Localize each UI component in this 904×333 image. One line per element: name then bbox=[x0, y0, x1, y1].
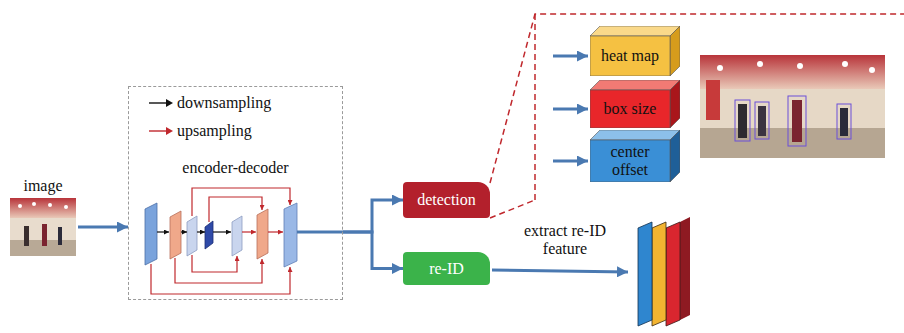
reid-head: re-ID bbox=[403, 252, 490, 285]
feature-slab bbox=[257, 209, 268, 259]
skip-connection bbox=[192, 188, 290, 216]
skip-connection bbox=[192, 255, 237, 272]
tensor-front bbox=[590, 140, 670, 182]
legend-sample bbox=[148, 97, 174, 109]
head-label: detection bbox=[417, 191, 476, 209]
tensor-face: box size bbox=[590, 90, 670, 128]
zoom-callout-line bbox=[490, 200, 535, 218]
photo-light bbox=[48, 203, 52, 207]
bounding-box bbox=[788, 96, 806, 146]
legend-line bbox=[149, 130, 167, 131]
feature-slab bbox=[145, 203, 157, 265]
tensor-front bbox=[590, 36, 670, 76]
legend-arrow-head bbox=[166, 99, 173, 107]
flow-connector bbox=[78, 226, 128, 229]
feature-slab bbox=[170, 211, 181, 259]
tensor-face: center offset bbox=[590, 140, 670, 182]
photo-person bbox=[24, 226, 29, 246]
group-title: encoder-decoder bbox=[129, 159, 342, 177]
photo-light bbox=[797, 63, 803, 69]
photo-person bbox=[42, 224, 47, 246]
feature-arrow bbox=[492, 270, 628, 272]
zoom-callout-line bbox=[490, 14, 904, 183]
downsampling-arrow bbox=[213, 231, 231, 232]
feature-stack-slab bbox=[652, 222, 666, 326]
head-label: re-ID bbox=[429, 260, 464, 278]
upsampling-arrow bbox=[268, 231, 283, 232]
photo-ceiling bbox=[700, 55, 885, 89]
photo-person bbox=[758, 106, 766, 136]
result-photo bbox=[700, 55, 885, 158]
offset-tensor: center offset bbox=[590, 130, 680, 182]
detection-head: detection bbox=[403, 182, 490, 218]
input-image: image bbox=[8, 176, 78, 258]
tensor-side bbox=[670, 26, 680, 76]
photo-person bbox=[792, 100, 802, 142]
downsampling-arrow bbox=[157, 231, 169, 232]
photo-person bbox=[738, 104, 747, 138]
feature-stack-side bbox=[680, 217, 690, 320]
image-caption: image bbox=[8, 176, 78, 196]
downsampling-arrow bbox=[197, 231, 205, 232]
feature-slab bbox=[187, 216, 197, 256]
head-arrow bbox=[553, 160, 588, 163]
head-arrow bbox=[553, 108, 588, 111]
encoder-decoder-group: encoder-decoder bbox=[128, 86, 343, 300]
legend-sample bbox=[148, 125, 174, 137]
heatmap-tensor: heat map bbox=[590, 26, 680, 76]
boxsize-tensor: box size bbox=[590, 80, 680, 128]
photo-person bbox=[840, 108, 848, 136]
photo-light bbox=[18, 204, 22, 208]
feature-slab bbox=[284, 203, 297, 267]
tensor-label: center offset bbox=[593, 143, 667, 179]
tensor-side bbox=[670, 130, 680, 182]
tensor-top bbox=[590, 80, 680, 90]
bounding-box bbox=[755, 102, 769, 139]
head-arrow bbox=[553, 55, 588, 58]
flow-connector bbox=[343, 232, 403, 269]
tensor-label: heat map bbox=[593, 47, 667, 65]
photo-ground bbox=[700, 55, 885, 158]
feature-stack-slab bbox=[666, 222, 680, 326]
bounding-box bbox=[735, 100, 750, 141]
photo-light bbox=[757, 61, 763, 67]
photo-ground bbox=[10, 198, 76, 256]
feature-slab bbox=[205, 221, 213, 249]
legend-item: upsampling bbox=[148, 122, 252, 140]
skip-connection bbox=[175, 258, 262, 283]
photo-light bbox=[32, 202, 36, 206]
legend-item: downsampling bbox=[148, 94, 271, 112]
skip-connection bbox=[209, 197, 262, 222]
flow-connector bbox=[343, 200, 403, 232]
tensor-top bbox=[590, 130, 680, 140]
photo-sign bbox=[706, 80, 720, 120]
feature-stack-slab bbox=[638, 222, 652, 326]
legend-arrow-head bbox=[166, 127, 173, 135]
flow-line bbox=[297, 231, 343, 234]
photo-ceiling bbox=[10, 198, 76, 218]
tensor-label: box size bbox=[593, 100, 667, 118]
legend-text: downsampling bbox=[177, 94, 271, 112]
photo-light bbox=[869, 67, 875, 73]
tensor-side bbox=[670, 80, 680, 128]
photo-light bbox=[717, 65, 723, 71]
downsampling-arrow bbox=[181, 231, 187, 232]
tensor-face: heat map bbox=[590, 36, 670, 76]
tensor-front bbox=[590, 90, 670, 128]
bounding-box bbox=[837, 104, 851, 139]
input-photo bbox=[10, 198, 76, 256]
photo-person bbox=[58, 227, 62, 245]
feature-slab bbox=[232, 216, 242, 256]
tensor-top bbox=[590, 26, 680, 36]
annotation-text: extract re-ID feature bbox=[505, 222, 625, 258]
photo-light bbox=[842, 61, 848, 67]
skip-connection bbox=[151, 264, 290, 294]
legend-line bbox=[149, 102, 167, 103]
zoom-callout-line bbox=[534, 14, 536, 200]
photo-light bbox=[64, 205, 68, 209]
legend-text: upsampling bbox=[177, 122, 252, 140]
upsampling-arrow bbox=[242, 231, 256, 232]
